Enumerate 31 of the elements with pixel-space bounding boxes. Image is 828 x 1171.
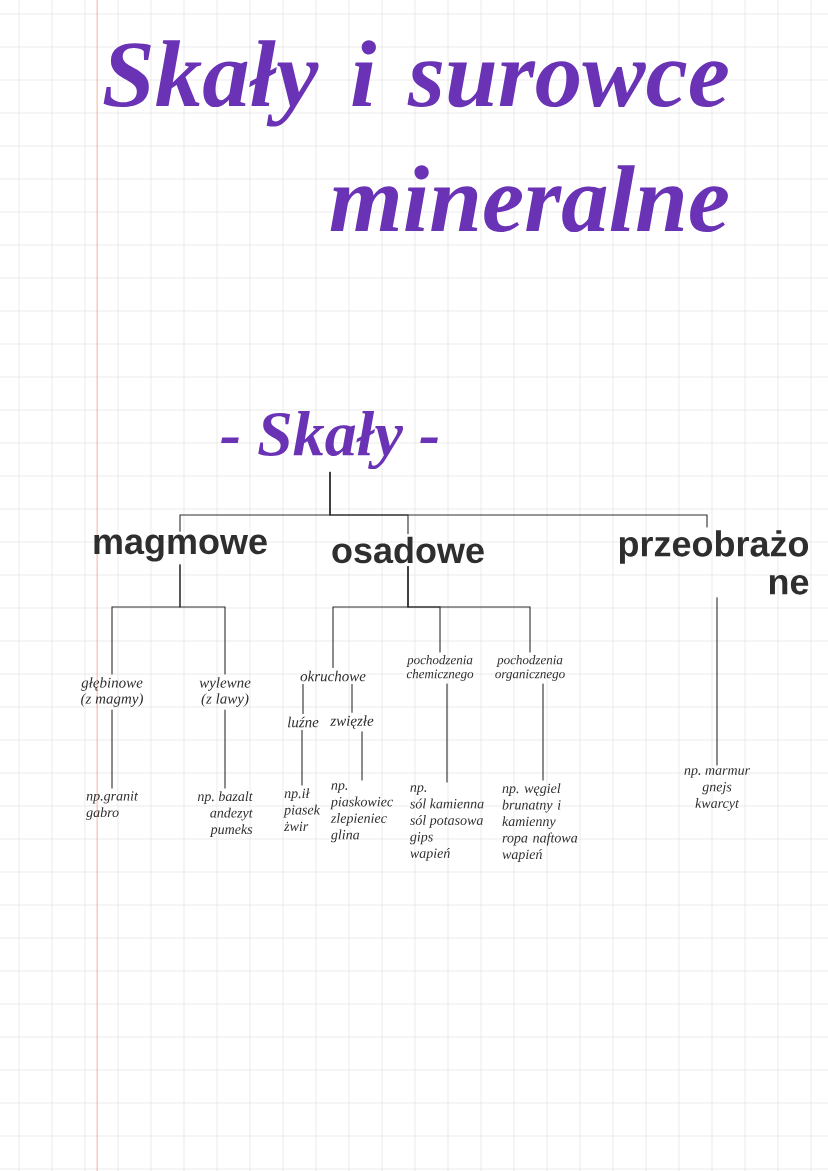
connector-line <box>329 471 708 528</box>
subcategory-label: pochodzenia organicznego <box>495 655 565 681</box>
category-label: przeobrażo ne <box>619 530 809 595</box>
category-label: magmowe <box>94 534 267 562</box>
subcategory-label: okruchowe <box>300 670 366 682</box>
connector-line <box>302 683 304 715</box>
example-list: np. marmur gnejs kwarcyt <box>684 768 751 811</box>
connector-line <box>446 683 448 783</box>
example-list: np. węgiel brunatny i kamienny ropa naftowa wapień <box>502 783 578 862</box>
example-list: np. piaskowiec zlepieniec glina <box>330 783 393 843</box>
subcategory-label: wylewne (z lawy) <box>199 677 251 707</box>
tree-heading: - Skały - <box>221 410 438 470</box>
example-list: np. bazalt andezyt pumeks <box>197 791 253 837</box>
subcategory-label: zwięzłe <box>330 715 374 729</box>
connector-line <box>407 565 531 653</box>
category-label: osadowe <box>332 536 484 564</box>
title: Skały i surowce mineralne <box>103 40 728 233</box>
connector-line <box>111 709 113 789</box>
connector-line <box>179 564 226 675</box>
connector-line <box>224 709 226 789</box>
connector-line <box>301 729 303 786</box>
example-list: np. sól kamienna sól potasowa gips wapień <box>409 785 484 861</box>
connector-line <box>351 683 353 713</box>
subcategory-label: głębinowe (z magmy) <box>81 677 143 707</box>
connector-line <box>361 731 363 781</box>
subcategory-label: pochodzenia chemicznego <box>406 655 474 681</box>
example-list: np.ił piasek żwir <box>283 788 321 832</box>
subcategory-label: luźne <box>287 716 319 728</box>
connector-line <box>542 683 544 781</box>
example-list: np.granit gabro <box>86 791 139 820</box>
connector-line <box>716 597 718 766</box>
